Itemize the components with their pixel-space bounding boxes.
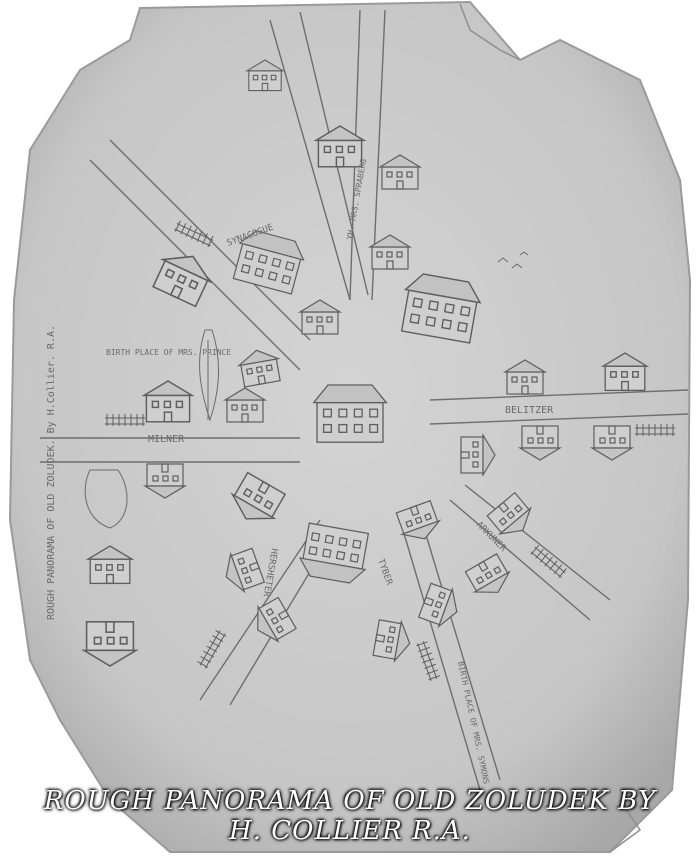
sketch-side-title: ROUGH PANORAMA OF OLD ZOLUDEK. By H.Coll… <box>46 325 57 620</box>
label-belitzer: BELITZER <box>505 405 554 416</box>
tree-marks <box>84 329 219 529</box>
street-lines <box>40 9 689 791</box>
caption-line-1: ROUGH PANORAMA OF OLD ZOLUDEK BY <box>43 786 657 816</box>
label-milner: MILNER <box>148 434 185 445</box>
image-caption: ROUGH PANORAMA OF OLD ZOLUDEK BY H. COLL… <box>0 786 700 846</box>
bird-marks <box>497 251 529 269</box>
label-birthplace-prince: BIRTH PLACE OF MRS. PRINCE <box>106 348 231 357</box>
caption-line-2: H. COLLIER R.A. <box>229 816 471 846</box>
